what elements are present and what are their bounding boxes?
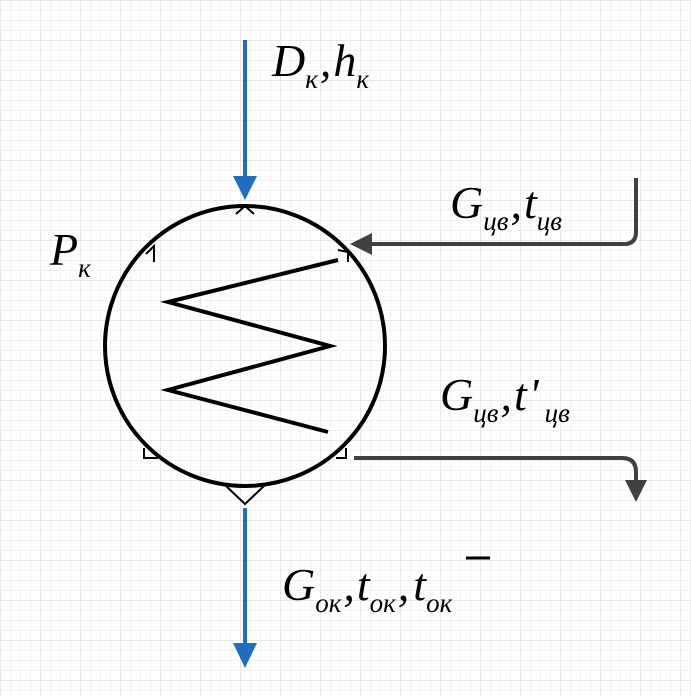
condenser-shell [103,204,387,488]
cooling-water-outlet-arrow [354,456,647,502]
connection-marks [143,204,349,506]
cooling-water-outlet-label: Gцв,t'цв [440,369,570,428]
steam-inlet-label: Dк,hк [271,35,369,94]
pressure-label: Pк [49,224,91,283]
cooling-coil [160,258,339,434]
condensate-outlet-arrow [233,508,257,668]
steam-inlet-arrow [233,40,257,200]
cooling-water-inlet-label: Gцв,tцв [450,177,562,236]
cooling-water-inlet-arrow [350,178,638,255]
condensate-outlet-label: Gок,tок,tок [282,559,453,618]
